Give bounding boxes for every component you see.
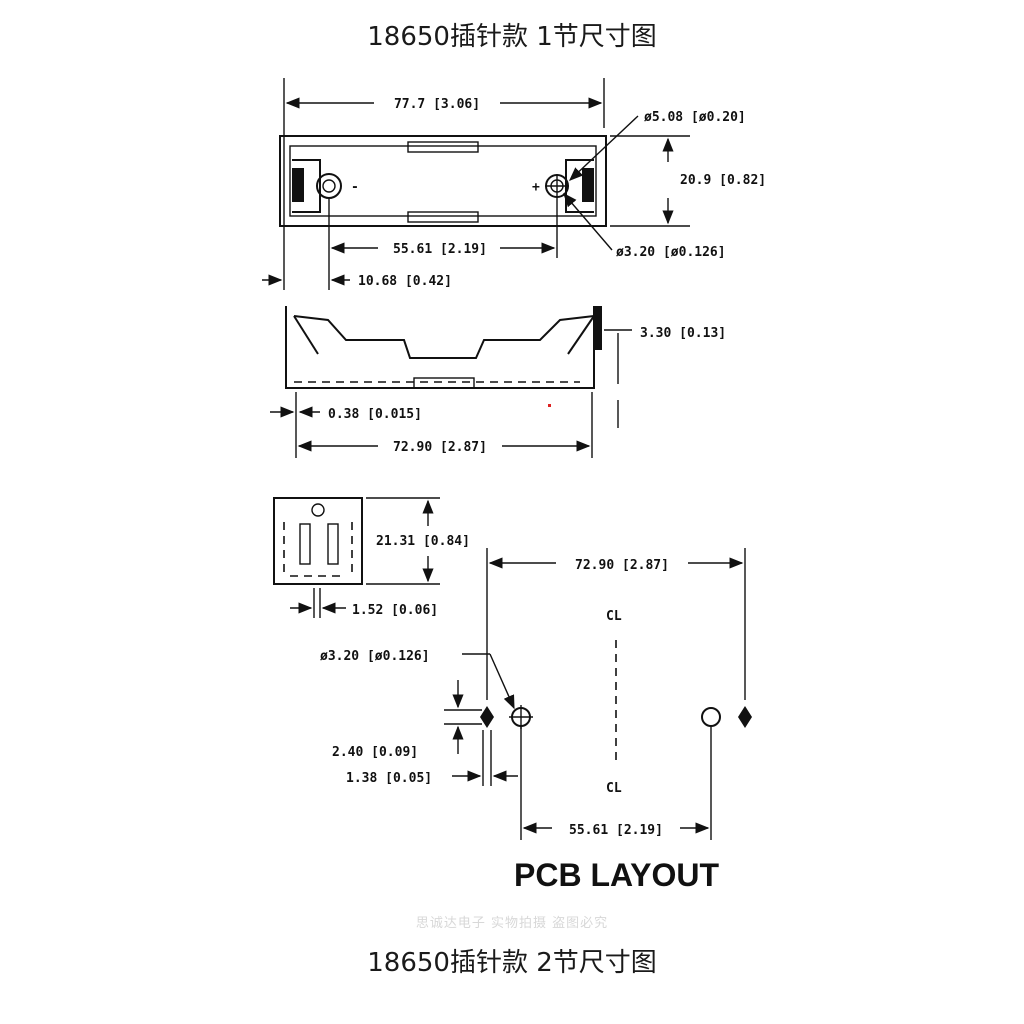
pcb-pad-offset-label: 1.38 [0.05]	[346, 771, 432, 786]
pcb-pad-height-label: 2.40 [0.09]	[332, 745, 418, 760]
end-height-label: 21.31 [0.84]	[376, 534, 470, 549]
pcb-span-label: 72.90 [2.87]	[575, 558, 669, 573]
side-view: 3.30 [0.13] 0.38 [0.015] 72.90 [2.87]	[270, 306, 726, 458]
overall-length-label: 77.7 [3.06]	[394, 97, 480, 112]
pin-width-label: 1.52 [0.06]	[352, 603, 438, 618]
hole-diameter-large-label: ø5.08 [ø0.20]	[644, 110, 746, 125]
centerline-label-top: CL	[606, 609, 622, 624]
thickness-label: 0.38 [0.015]	[328, 407, 422, 422]
hole-diameter-small-label: ø3.20 [ø0.126]	[616, 245, 726, 260]
pcb-hole-label: ø3.20 [ø0.126]	[320, 649, 430, 664]
pcb-layout: 72.90 [2.87] CL CL ø3.20 [ø0.126] 2.40 […	[320, 548, 752, 893]
centerline-label-bottom: CL	[606, 781, 622, 796]
page-title-top: 18650插针款 1节尺寸图	[367, 22, 657, 52]
plus-sign: +	[532, 180, 540, 195]
minus-sign: -	[351, 180, 359, 195]
pin-offset-label: 10.68 [0.42]	[358, 274, 452, 289]
end-view: 21.31 [0.84] 1.52 [0.06]	[273, 497, 470, 618]
side-height-label: 3.30 [0.13]	[640, 326, 726, 341]
pcb-layout-title: PCB LAYOUT	[514, 857, 720, 893]
pin-spacing-label: 55.61 [2.19]	[393, 242, 487, 257]
page-title-bottom: 18650插针款 2节尺寸图	[367, 948, 657, 978]
base-length-label: 72.90 [2.87]	[393, 440, 487, 455]
top-view: 77.7 [3.06] - + ø5.08 [ø0.20] 20.9 [0.82…	[262, 78, 766, 290]
red-speck	[548, 404, 551, 407]
width-label: 20.9 [0.82]	[680, 173, 766, 188]
pcb-pin-spacing-label: 55.61 [2.19]	[569, 823, 663, 838]
watermark: 思诚达电子 实物拍摄 盗图必究	[415, 916, 609, 931]
